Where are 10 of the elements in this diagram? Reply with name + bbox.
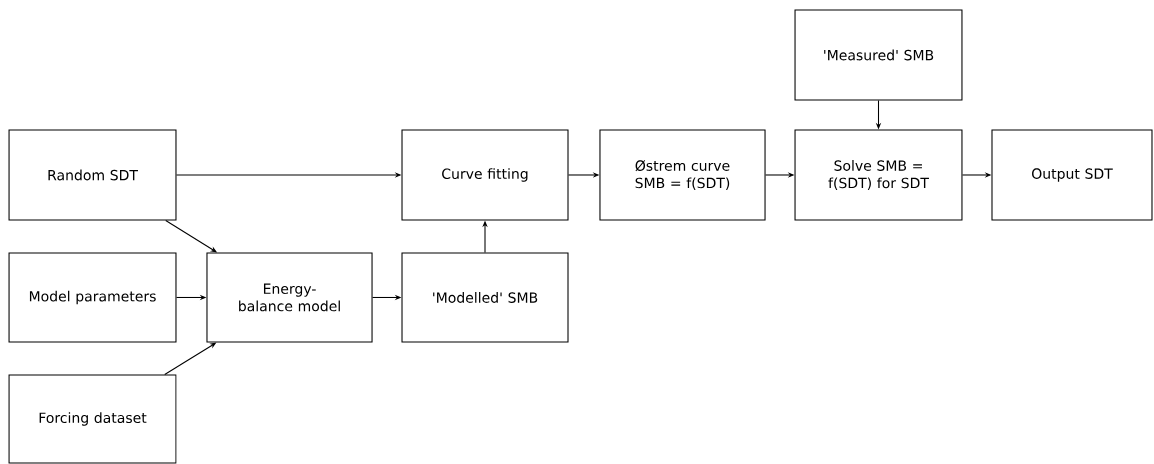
process-box: Østrem curve SMB = f(SDT) bbox=[599, 129, 766, 221]
process-box: Curve fitting bbox=[401, 129, 569, 221]
process-box: Solve SMB = f(SDT) for SDT bbox=[794, 129, 963, 221]
process-box: Output SDT bbox=[991, 129, 1153, 221]
process-box: Random SDT bbox=[8, 129, 177, 221]
process-box: 'Modelled' SMB bbox=[401, 252, 569, 343]
process-box: Forcing dataset bbox=[8, 374, 177, 464]
process-box: Model parameters bbox=[8, 252, 177, 343]
process-box: 'Measured' SMB bbox=[794, 9, 963, 101]
process-box: Energy-balance model bbox=[206, 252, 373, 343]
